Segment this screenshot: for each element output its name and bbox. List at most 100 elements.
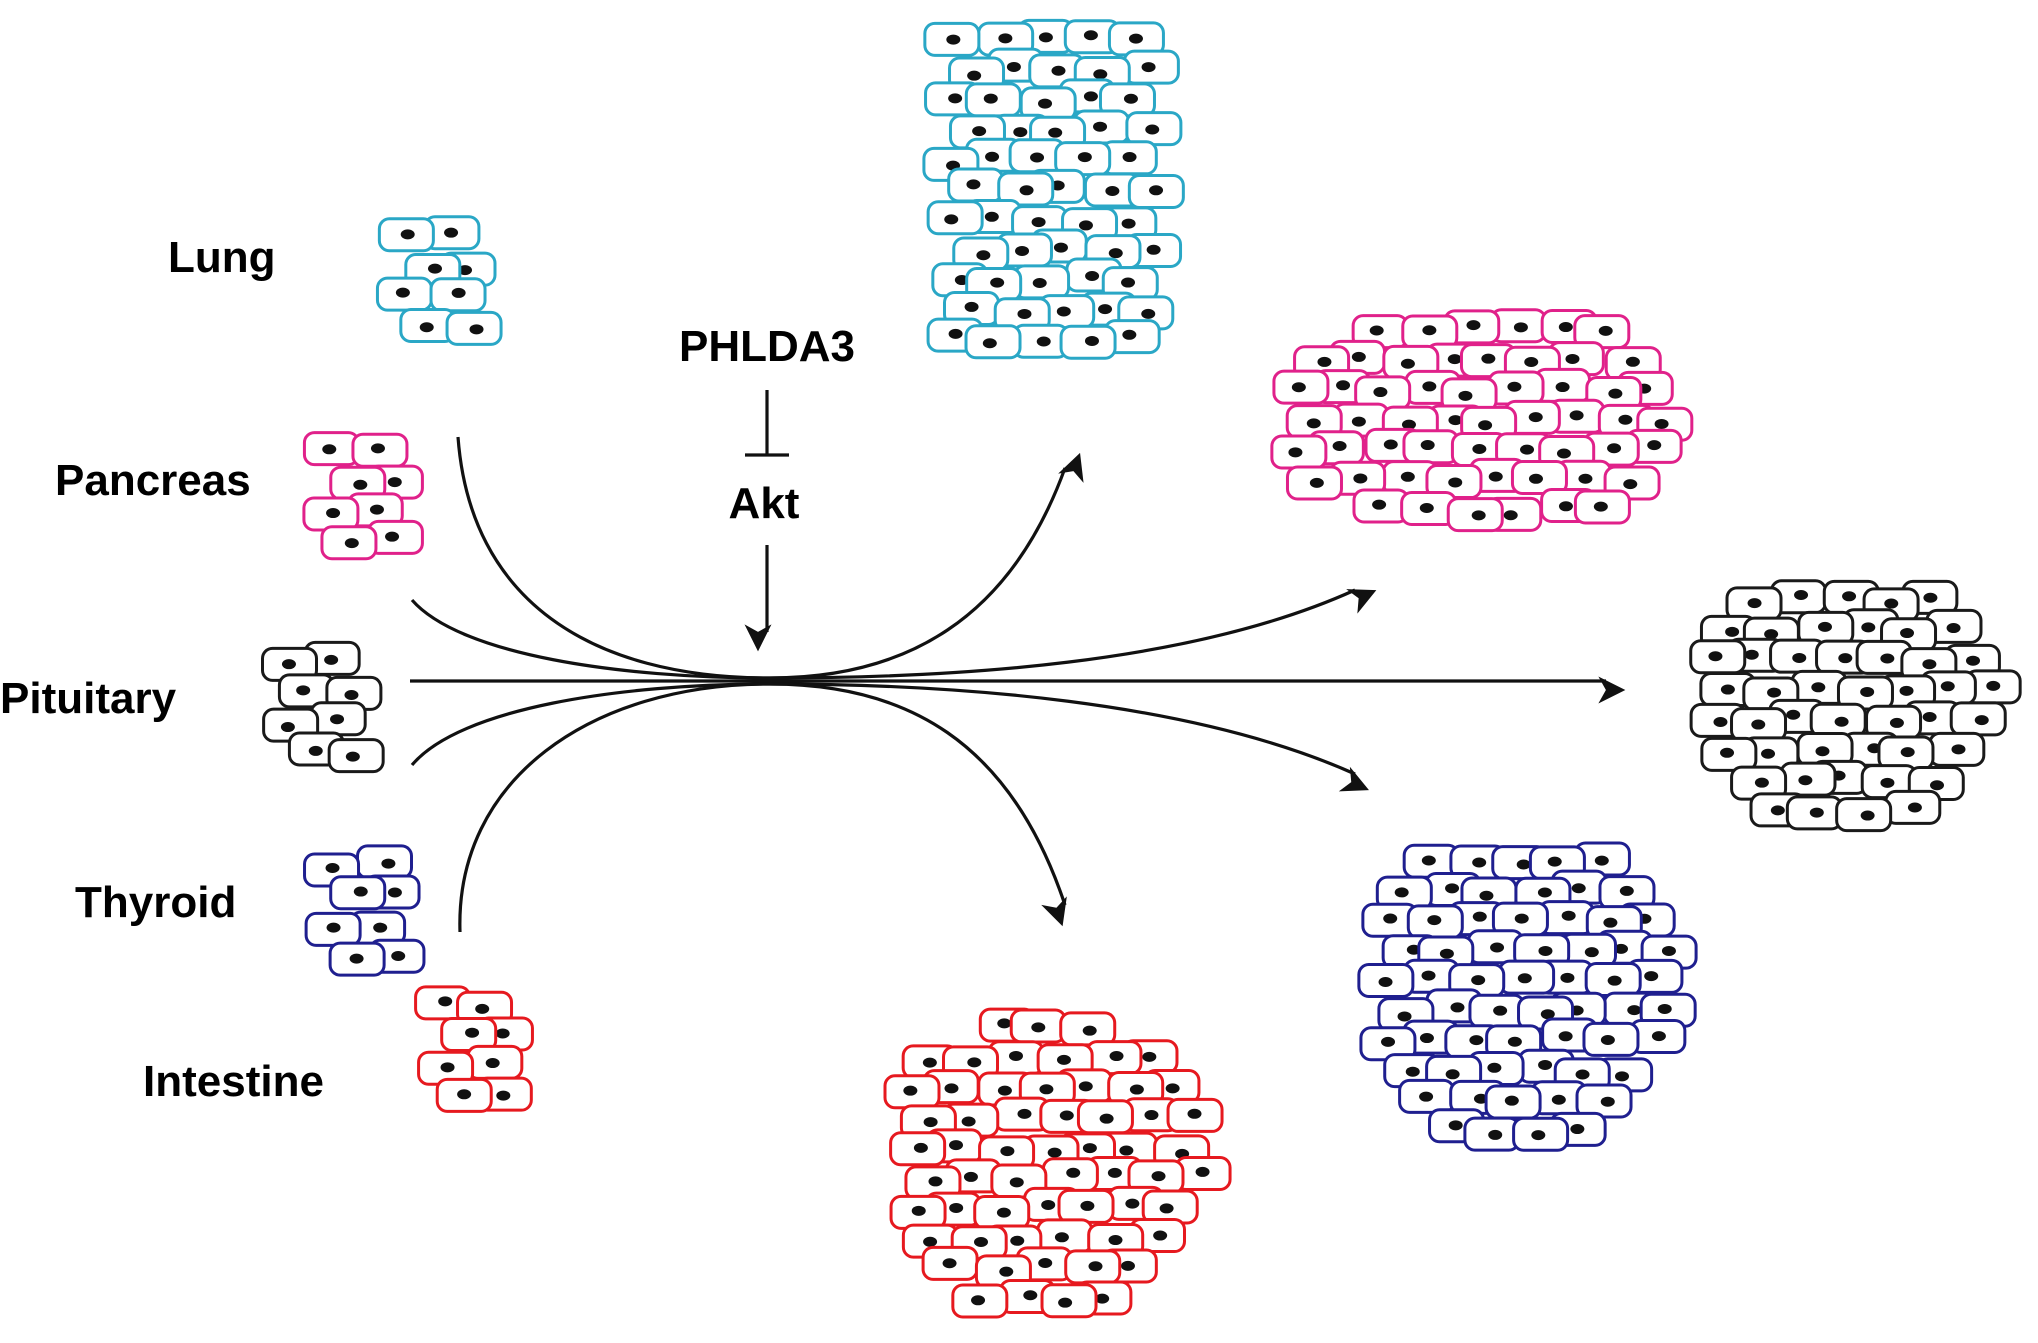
cell-nucleus [1093, 121, 1108, 132]
cell-nucleus [1038, 98, 1053, 109]
cell [399, 308, 457, 344]
cell [261, 646, 319, 682]
cell [1582, 1021, 1640, 1057]
cell-nucleus [1142, 1051, 1157, 1062]
cell-nucleus [1047, 1147, 1062, 1158]
cell-nucleus [1794, 590, 1809, 601]
cell-nucleus [1900, 747, 1915, 758]
cell [435, 1077, 493, 1113]
cell-nucleus [1744, 649, 1759, 660]
cell-nucleus [1187, 1108, 1202, 1119]
cell-nucleus [1654, 418, 1669, 429]
cell-nucleus [985, 151, 1000, 162]
cell-nucleus [1720, 747, 1735, 758]
cell-nucleus [1815, 746, 1830, 757]
cell-nucleus [1600, 1096, 1615, 1107]
cell-nucleus [1479, 890, 1494, 901]
cell-nucleus [1032, 277, 1047, 288]
cell [1573, 314, 1631, 350]
cell-nucleus [1369, 325, 1384, 336]
cell-nucleus [982, 338, 997, 349]
cell-nucleus [322, 444, 337, 455]
cell-nucleus [1419, 1033, 1434, 1044]
cell-nucleus [948, 93, 963, 104]
cell-nucleus [1448, 477, 1463, 488]
cell [1425, 464, 1483, 500]
cell-nucleus [1030, 152, 1045, 163]
tumor-cluster-pancreas [1270, 308, 1694, 533]
cell-nucleus [1309, 477, 1324, 488]
cell-nucleus [1618, 414, 1633, 425]
cell-nucleus [1538, 1059, 1553, 1070]
cell-nucleus [391, 951, 406, 962]
cell-nucleus [1036, 336, 1051, 347]
small-cell-cluster-pituitary [261, 640, 385, 774]
cell-nucleus [1056, 1054, 1071, 1065]
cell-nucleus [1860, 810, 1875, 821]
cell-nucleus [1986, 680, 2001, 691]
cell-nucleus [369, 504, 384, 515]
cell-nucleus [1615, 1071, 1630, 1082]
cell-nucleus [1383, 913, 1398, 924]
cell-nucleus [1507, 1036, 1522, 1047]
cell-nucleus [1551, 1094, 1566, 1105]
cell-nucleus [1421, 855, 1436, 866]
cell-nucleus [944, 214, 959, 225]
cell-nucleus [997, 1085, 1012, 1096]
cell-nucleus [1493, 1005, 1508, 1016]
cell-nucleus [1770, 805, 1785, 816]
cell-nucleus [1540, 1009, 1555, 1020]
cell-nucleus [1351, 351, 1366, 362]
cell-nucleus [1009, 1177, 1024, 1188]
cell-nucleus [1472, 857, 1487, 868]
cell-nucleus [1088, 1261, 1103, 1272]
cell-nucleus [1524, 357, 1539, 368]
cell-nucleus [1558, 501, 1573, 512]
cell-nucleus [1099, 1113, 1114, 1124]
flow-curve-lung [456, 436, 1084, 680]
cell [1884, 789, 1942, 825]
cell-nucleus [1531, 1130, 1546, 1141]
cell-nucleus [1128, 33, 1143, 44]
cell-nucleus [1817, 621, 1832, 632]
cell [923, 21, 981, 57]
cell [1272, 369, 1330, 405]
cell [429, 277, 487, 313]
cell-nucleus [1792, 652, 1807, 663]
cell-nucleus [1614, 943, 1629, 954]
cell-nucleus [1584, 947, 1599, 958]
cell [1059, 324, 1117, 360]
cell-nucleus [1006, 61, 1021, 72]
cell [1040, 1283, 1098, 1319]
cell [1498, 959, 1556, 995]
cell-nucleus [1900, 628, 1915, 639]
cell-nucleus [911, 1205, 926, 1216]
cell-nucleus [984, 211, 999, 222]
cell-nucleus [1811, 682, 1826, 693]
cell-nucleus [1786, 709, 1801, 720]
cell-nucleus [1951, 744, 1966, 755]
cell-nucleus [1547, 856, 1562, 867]
cell-nucleus [1884, 598, 1899, 609]
cell-nucleus [1082, 1143, 1097, 1154]
cell-nucleus [1798, 775, 1813, 786]
cell [1398, 1078, 1456, 1114]
tissue-label-thyroid: Thyroid [75, 878, 236, 927]
cell [466, 1044, 524, 1080]
cell [1797, 610, 1855, 646]
cell-nucleus [1507, 381, 1522, 392]
cell-nucleus [1053, 242, 1068, 253]
cell-nucleus [1351, 416, 1366, 427]
cell-nucleus [1556, 448, 1571, 459]
cell [1468, 993, 1526, 1029]
cell [1835, 797, 1893, 833]
cell [1584, 961, 1642, 997]
cell [1166, 1097, 1224, 1133]
cell [303, 640, 361, 676]
cell-nucleus [1647, 440, 1662, 451]
cell [1057, 1188, 1115, 1224]
cell-nucleus [1422, 325, 1437, 336]
cell-nucleus [1478, 420, 1493, 431]
cell-nucleus [495, 1028, 510, 1039]
cell-nucleus [373, 922, 388, 933]
